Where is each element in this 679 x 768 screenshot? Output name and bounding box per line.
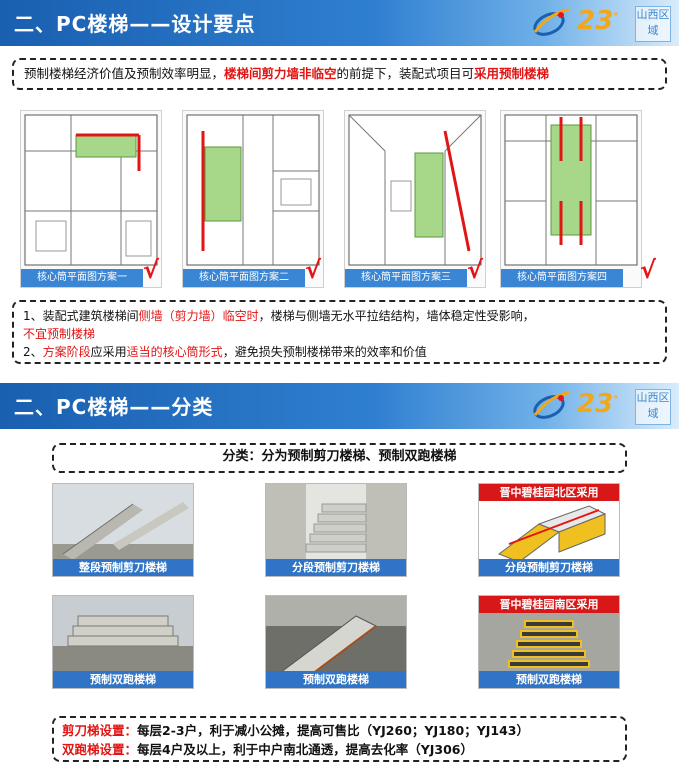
slide-classification: 二、PC楼梯——分类 23° 山西区域 分类：分为预制剪刀楼梯、预制双跑楼梯 整… xyxy=(0,383,679,768)
double-flight-setting: 双跑梯设置：每层4户及以上，利于中户南北通透，提高去化率（YJ306） xyxy=(62,740,617,759)
slide-header: 二、PC楼梯——设计要点 23° 山西区域 xyxy=(0,0,679,46)
note-line-2: 2、方案阶段应采用适当的核心筒形式，避免损失预制楼梯带来的效率和价值 xyxy=(23,345,427,359)
region-label: 山西区域 xyxy=(635,6,671,42)
photo-caption: 预制双跑楼梯 xyxy=(53,671,193,688)
photo-caption: 整段预制剪刀楼梯 xyxy=(53,559,193,576)
photo-double-flight-south: 晋中碧桂园南区采用 预制双跑楼梯 xyxy=(478,595,620,689)
setting-text: 每层2-3户，利于减小公摊，提高可售比（YJ260；YJ180；YJ143） xyxy=(137,723,529,738)
company-logo: 23° 山西区域 xyxy=(531,387,671,425)
plan-caption: 核心筒平面图方案一 xyxy=(21,269,143,287)
plan-caption: 核心筒平面图方案二 xyxy=(183,269,305,287)
note-line-1: 1、装配式建筑楼梯间侧墙（剪力墙）临空时，楼梯与侧墙无水平拉结结构，墙体稳定性受… xyxy=(23,309,535,341)
photo-caption: 分段预制剪刀楼梯 xyxy=(479,559,619,576)
photo-scissor-full: 整段预制剪刀楼梯 xyxy=(52,483,194,577)
project-banner: 晋中碧桂园南区采用 xyxy=(479,596,619,613)
core-plan-4: 核心筒平面图方案四 xyxy=(500,110,642,288)
anniversary-number: 23° xyxy=(577,6,619,36)
page-title: 二、PC楼梯——设计要点 xyxy=(14,12,256,36)
slide-header: 二、PC楼梯——分类 23° 山西区域 xyxy=(0,383,679,429)
plan-caption: 核心筒平面图方案四 xyxy=(501,269,623,287)
floor-plan-drawing xyxy=(348,114,482,266)
anniversary-number: 23° xyxy=(577,389,619,419)
photo-double-flight-site: 预制双跑楼梯 xyxy=(265,595,407,689)
notes-box: 1、装配式建筑楼梯间侧墙（剪力墙）临空时，楼梯与侧墙无水平拉结结构，墙体稳定性受… xyxy=(12,300,667,364)
classification-box: 分类：分为预制剪刀楼梯、预制双跑楼梯 xyxy=(52,443,627,473)
project-banner: 晋中碧桂园北区采用 xyxy=(479,484,619,501)
photo-scissor-north: 晋中碧桂园北区采用 分段预制剪刀楼梯 xyxy=(478,483,620,577)
note-highlight: 适当的核心筒形式 xyxy=(126,345,223,359)
photo-caption: 预制双跑楼梯 xyxy=(479,671,619,688)
photo-caption: 分段预制剪刀楼梯 xyxy=(266,559,406,576)
check-mark-icon: √ xyxy=(305,256,322,284)
core-plan-3: 核心筒平面图方案三 xyxy=(344,110,486,288)
setting-label: 双跑梯设置： xyxy=(62,742,138,757)
swoosh-logo-icon xyxy=(533,8,570,36)
slide-divider xyxy=(0,368,679,383)
summary-box: 预制楼梯经济价值及预制效率明显，楼梯间剪力墙非临空的前提下，装配式项目可采用预制… xyxy=(12,58,667,90)
swoosh-logo-icon xyxy=(533,391,570,419)
company-logo: 23° 山西区域 xyxy=(531,4,671,42)
plan-caption: 核心筒平面图方案三 xyxy=(345,269,467,287)
floor-plan-drawing xyxy=(186,114,320,266)
floor-plan-drawing xyxy=(24,114,158,266)
scissor-setting: 剪刀梯设置：每层2-3户，利于减小公摊，提高可售比（YJ260；YJ180；YJ… xyxy=(62,721,617,740)
slide-design-points: 二、PC楼梯——设计要点 23° 山西区域 预制楼梯经济价值及预制效率明显，楼梯… xyxy=(0,0,679,368)
note-highlight: 侧墙（剪力墙）临空时 xyxy=(138,309,259,323)
check-mark-icon: √ xyxy=(467,256,484,284)
check-mark-icon: √ xyxy=(640,256,657,284)
floor-plan-drawing xyxy=(504,114,638,266)
settings-box: 剪刀梯设置：每层2-3户，利于减小公摊，提高可售比（YJ260；YJ180；YJ… xyxy=(52,716,627,762)
check-mark-icon: √ xyxy=(143,256,160,284)
classification-text: 分类：分为预制剪刀楼梯、预制双跑楼梯 xyxy=(222,449,457,464)
summary-text: 预制楼梯经济价值及预制效率明显， xyxy=(24,66,225,81)
summary-text: 的前提下，装配式项目可 xyxy=(336,66,475,81)
region-label: 山西区域 xyxy=(635,389,671,425)
photo-scissor-segment: 分段预制剪刀楼梯 xyxy=(265,483,407,577)
core-plan-1: 核心筒平面图方案一 xyxy=(20,110,162,288)
page-title: 二、PC楼梯——分类 xyxy=(14,395,214,419)
note-highlight: 方案阶段 xyxy=(42,345,91,359)
photo-caption: 预制双跑楼梯 xyxy=(266,671,406,688)
summary-highlight: 采用预制楼梯 xyxy=(474,66,550,81)
setting-text: 每层4户及以上，利于中户南北通透，提高去化率（YJ306） xyxy=(137,742,474,757)
setting-label: 剪刀梯设置： xyxy=(62,723,138,738)
summary-highlight: 楼梯间剪力墙非临空 xyxy=(224,66,337,81)
photo-double-flight-stack: 预制双跑楼梯 xyxy=(52,595,194,689)
note-highlight: 不宜预制楼梯 xyxy=(23,327,96,341)
core-plan-2: 核心筒平面图方案二 xyxy=(182,110,324,288)
